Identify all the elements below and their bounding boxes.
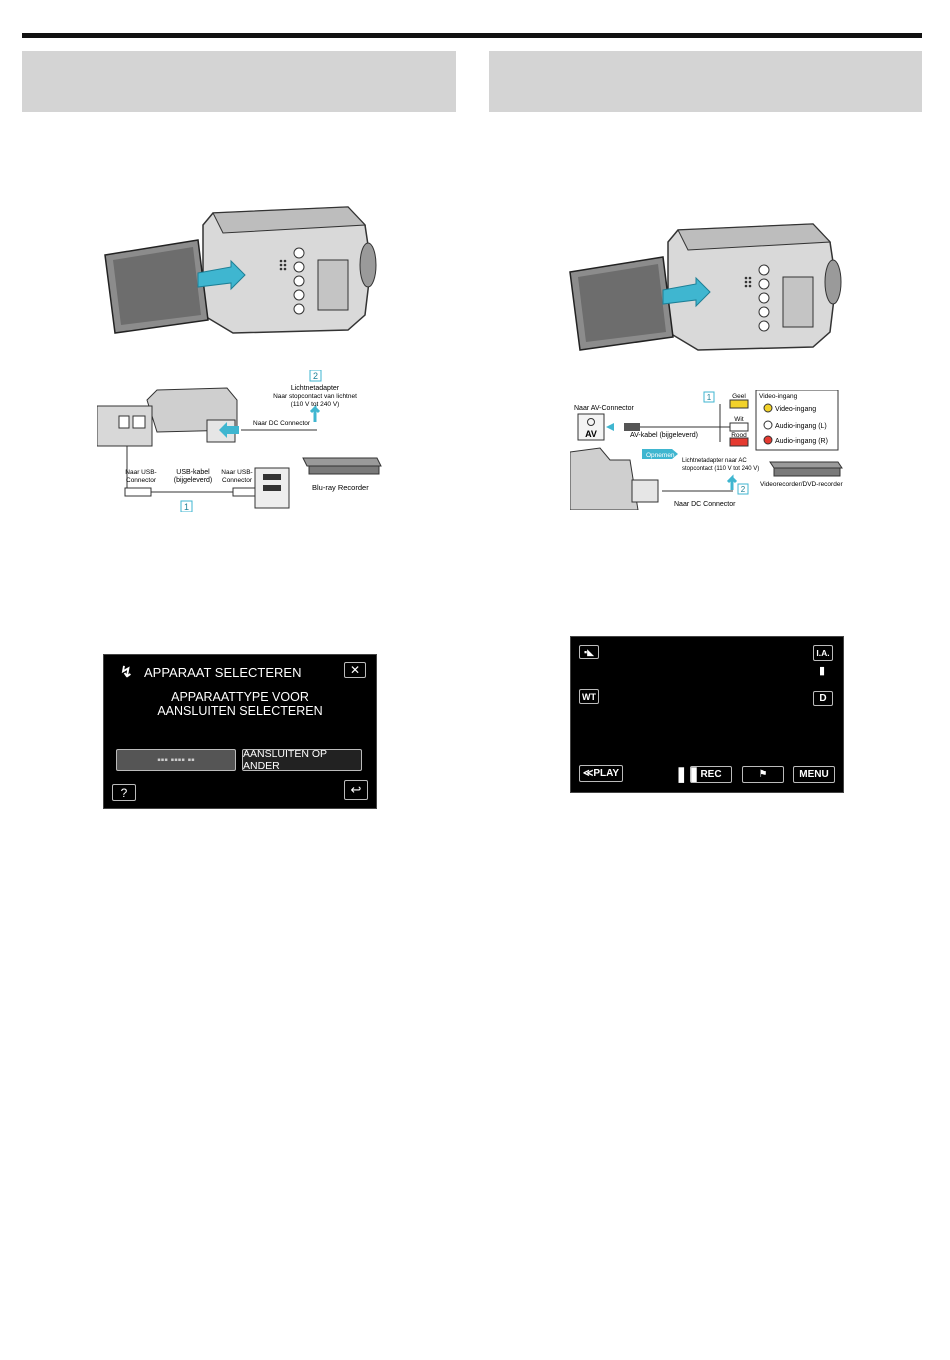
connect-other-button[interactable]: AANSLUITEN OP ANDER bbox=[242, 748, 362, 772]
connection-icon: ↯ bbox=[120, 664, 133, 681]
screen-message: APPARAATTYPE VOOR AANSLUITEN SELECTEREN bbox=[104, 690, 376, 718]
rec-button[interactable]: REC bbox=[690, 766, 732, 783]
av-connection-diagram: AV 1 2 Naar AV-Connector AV-kabel (bijge… bbox=[569, 389, 845, 511]
input-label: Audio-ingang (L) bbox=[775, 423, 827, 430]
av-connector-label: Naar AV-Connector bbox=[574, 405, 634, 412]
usb-label: Naar USB- bbox=[221, 469, 252, 476]
usb-label: Naar USB- bbox=[125, 469, 156, 476]
menu-button[interactable]: MENU bbox=[793, 766, 835, 783]
dc-connector-label: Naar DC Connector bbox=[674, 501, 736, 508]
dc-connector-label: Naar DC Connector bbox=[253, 420, 311, 427]
recorder-label: Blu-ray Recorder bbox=[312, 483, 369, 492]
section-header-left bbox=[22, 51, 456, 112]
camcorder-open-lcd-illustration bbox=[568, 222, 843, 357]
usb-connection-diagram: 2 1 Lichtnetadapter Naar stopcontact van… bbox=[96, 369, 387, 513]
top-rule bbox=[22, 33, 922, 38]
input-label: Video-ingang bbox=[775, 406, 816, 413]
section-header-right bbox=[489, 51, 922, 112]
av-cable-label: AV-kabel (bijgeleverd) bbox=[630, 432, 698, 439]
adapter-label: Lichtnetadapter naar AC bbox=[682, 458, 747, 464]
close-icon[interactable]: ✕ bbox=[344, 662, 366, 678]
adapter-label: stopcontact (110 V tot 240 V) bbox=[682, 466, 759, 472]
screen-title: APPARAAT SELECTEREN bbox=[144, 665, 302, 680]
av-port-label: AV bbox=[585, 429, 597, 439]
usb-label: Connector bbox=[222, 477, 253, 484]
step-number: 2 bbox=[313, 371, 318, 381]
usb-cable-label: (bijgeleverd) bbox=[174, 477, 213, 484]
color-label: Wit bbox=[734, 416, 744, 423]
lcd-recording-screen: ▪◣ I.A. ▮ WT D ≪PLAY ❚❚ REC ⚑ MENU bbox=[570, 636, 844, 793]
step-number: 1 bbox=[184, 502, 189, 512]
intelligent-auto-button[interactable]: I.A. bbox=[813, 645, 833, 661]
record-label: Opnemen bbox=[646, 452, 675, 459]
adapter-label: (110 V tot 240 V) bbox=[291, 401, 340, 408]
display-button[interactable]: D bbox=[813, 691, 833, 706]
help-button[interactable]: ? bbox=[112, 784, 136, 801]
flag-icon[interactable]: ⚑ bbox=[742, 766, 784, 783]
recorder-label: Videorecorder/DVD-recorder bbox=[760, 481, 843, 488]
usb-cable-label: USB-kabel bbox=[176, 469, 210, 476]
zoom-wt-button[interactable]: WT bbox=[579, 689, 599, 704]
back-icon[interactable]: ↩ bbox=[344, 780, 368, 800]
message-line: AANSLUITEN SELECTEREN bbox=[157, 704, 323, 718]
blurred-device-button[interactable]: ▪▪▪ ▪▪▪▪ ▪▪ bbox=[116, 749, 236, 771]
lcd-select-device-screen: ↯ APPARAAT SELECTEREN ✕ APPARAATTYPE VOO… bbox=[103, 654, 377, 809]
step-number: 2 bbox=[741, 485, 746, 494]
adapter-label: Lichtnetadapter bbox=[291, 385, 340, 392]
step-number: 1 bbox=[707, 393, 712, 402]
color-label: Rood bbox=[731, 432, 747, 439]
usb-label: Connector bbox=[126, 477, 157, 484]
camcorder-open-lcd-illustration bbox=[103, 205, 378, 340]
battery-icon: ▮ bbox=[819, 665, 826, 677]
color-label: Geel bbox=[732, 393, 746, 400]
camera-mode-icon[interactable]: ▪◣ bbox=[579, 645, 599, 659]
message-line: APPARAATTYPE VOOR bbox=[171, 690, 309, 704]
input-label: Video-ingang bbox=[759, 393, 798, 400]
adapter-label: Naar stopcontact van lichtnet bbox=[273, 393, 357, 400]
pause-icon: ❚❚ bbox=[675, 766, 701, 783]
input-label: Audio-ingang (R) bbox=[775, 438, 828, 445]
play-button[interactable]: ≪PLAY bbox=[579, 765, 623, 782]
